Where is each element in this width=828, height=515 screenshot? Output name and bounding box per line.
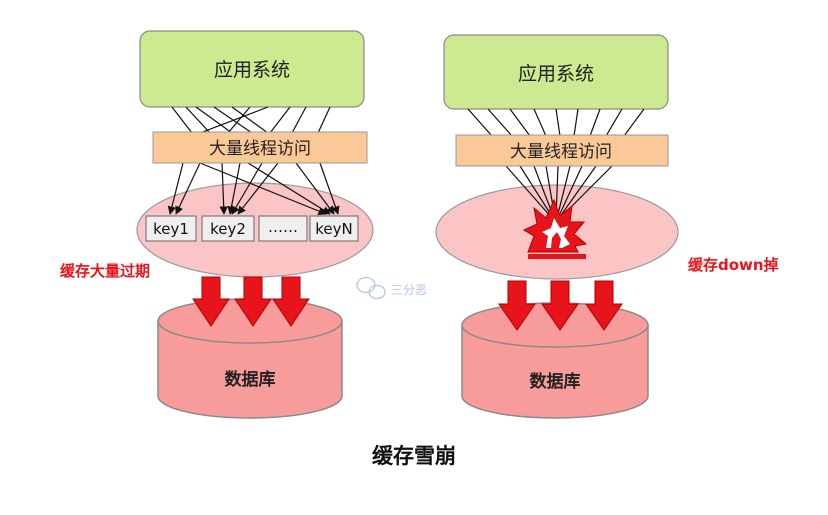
right-panel: 数据库 应用系统 bbox=[435, 34, 779, 419]
left-panel: 数据库 应用系统 key1 key2 …… keyN bbox=[60, 30, 374, 419]
key-label-ellipsis: …… bbox=[268, 218, 298, 236]
right-app-label: 应用系统 bbox=[518, 63, 594, 85]
key-box-2 bbox=[201, 215, 255, 242]
left-threads-box bbox=[152, 131, 368, 164]
left-app-label: 应用系统 bbox=[214, 59, 290, 81]
left-red-arrows bbox=[192, 276, 310, 327]
right-threads-box bbox=[455, 134, 669, 167]
key-label-2: key2 bbox=[210, 220, 246, 238]
right-red-arrows bbox=[498, 280, 623, 331]
right-database-label: 数据库 bbox=[530, 371, 581, 392]
right-threads-label: 大量线程访问 bbox=[510, 142, 612, 162]
key-label-1: key1 bbox=[153, 220, 189, 238]
wechat-icon bbox=[356, 276, 386, 300]
key-box-n bbox=[309, 215, 359, 242]
watermark: 三分恶 bbox=[356, 276, 427, 300]
explosion-icon bbox=[522, 198, 588, 259]
watermark-text: 三分恶 bbox=[391, 283, 427, 297]
key-box-1 bbox=[145, 215, 197, 242]
left-key-row: key1 key2 …… keyN bbox=[145, 215, 359, 242]
right-note: 缓存down掉 bbox=[688, 256, 779, 274]
left-note: 缓存大量过期 bbox=[60, 262, 150, 280]
left-database-label: 数据库 bbox=[225, 369, 276, 390]
left-threads-label: 大量线程访问 bbox=[209, 139, 311, 159]
left-app-box bbox=[139, 30, 365, 108]
key-label-n: keyN bbox=[315, 220, 352, 238]
left-thread-lines-bottom bbox=[167, 162, 340, 216]
right-thread-lines-top bbox=[467, 108, 645, 137]
left-thread-lines-top bbox=[171, 106, 331, 134]
diagram-caption: 缓存雪崩 bbox=[372, 443, 456, 468]
key-box-ellipsis bbox=[258, 215, 308, 242]
